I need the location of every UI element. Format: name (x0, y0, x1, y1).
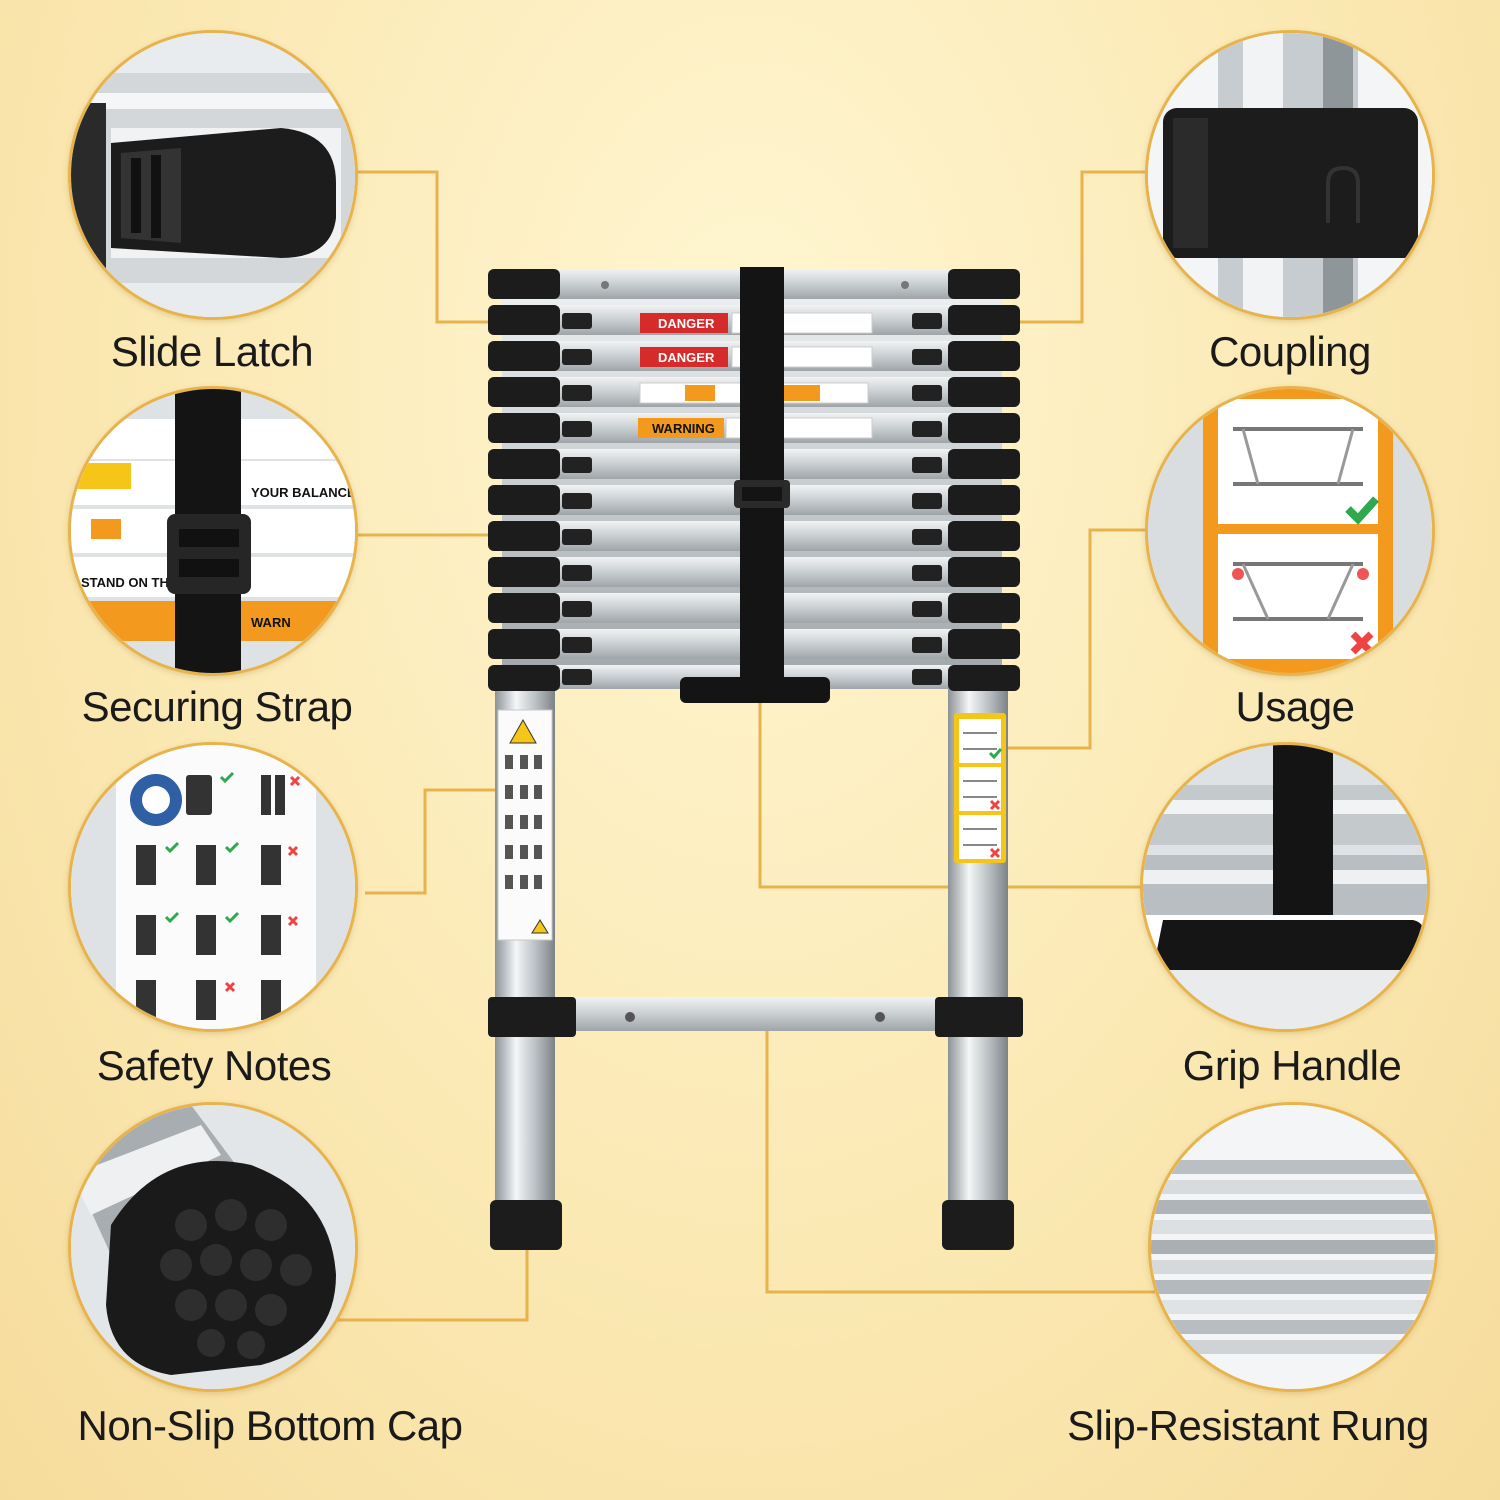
securing-strap (740, 267, 784, 677)
usage-closeup (1148, 389, 1432, 673)
telescopic-ladder: DANGER DANGER WARNING (470, 255, 1050, 1265)
keep-balance-text: YOUR BALANCE (251, 485, 355, 500)
coupling-label: Coupling (1209, 328, 1371, 375)
folded-rung-stack: DANGER DANGER WARNING (488, 267, 1020, 703)
non-slip-cap-closeup (71, 1105, 355, 1389)
danger-label-1: DANGER (658, 316, 715, 331)
slide-latch-bubble (68, 30, 358, 320)
safety-notes-closeup (71, 745, 355, 1029)
non-slip-cap-label: Non-Slip Bottom Cap (77, 1402, 463, 1449)
slip-resistant-rung-label: Slip-Resistant Rung (1067, 1402, 1429, 1449)
warning-label: WARNING (652, 421, 715, 436)
safety-notes-label: Safety Notes (96, 1042, 332, 1089)
non-slip-cap-bubble (68, 1102, 358, 1392)
grip-handle-bubble (1140, 742, 1430, 1032)
slide-latch-closeup (71, 33, 355, 317)
warn-partial-text: WARN (251, 615, 291, 630)
usage-bubble (1145, 386, 1435, 676)
coupling-bubble (1145, 30, 1435, 320)
securing-strap-bubble: YOUR BALANCE STAND ON THE LAS WARN (68, 386, 358, 676)
securing-strap-label: Securing Strap (81, 683, 353, 730)
slip-resistant-rung-closeup (1151, 1105, 1435, 1389)
left-foot-cap (490, 1200, 562, 1250)
grip-handle (680, 677, 830, 703)
danger-label-2: DANGER (658, 350, 715, 365)
securing-strap-closeup: YOUR BALANCE STAND ON THE LAS WARN (71, 389, 355, 673)
ladder-illustration: DANGER DANGER WARNING (488, 267, 1023, 1250)
bottom-rung (560, 997, 945, 1031)
grip-handle-label: Grip Handle (1182, 1042, 1402, 1089)
right-foot-cap (942, 1200, 1014, 1250)
safety-notes-bubble (68, 742, 358, 1032)
coupling-closeup (1148, 33, 1432, 317)
slip-resistant-rung-bubble (1148, 1102, 1438, 1392)
slide-latch-label: Slide Latch (110, 328, 314, 375)
usage-label: Usage (1235, 683, 1355, 730)
grip-handle-closeup (1143, 745, 1427, 1029)
